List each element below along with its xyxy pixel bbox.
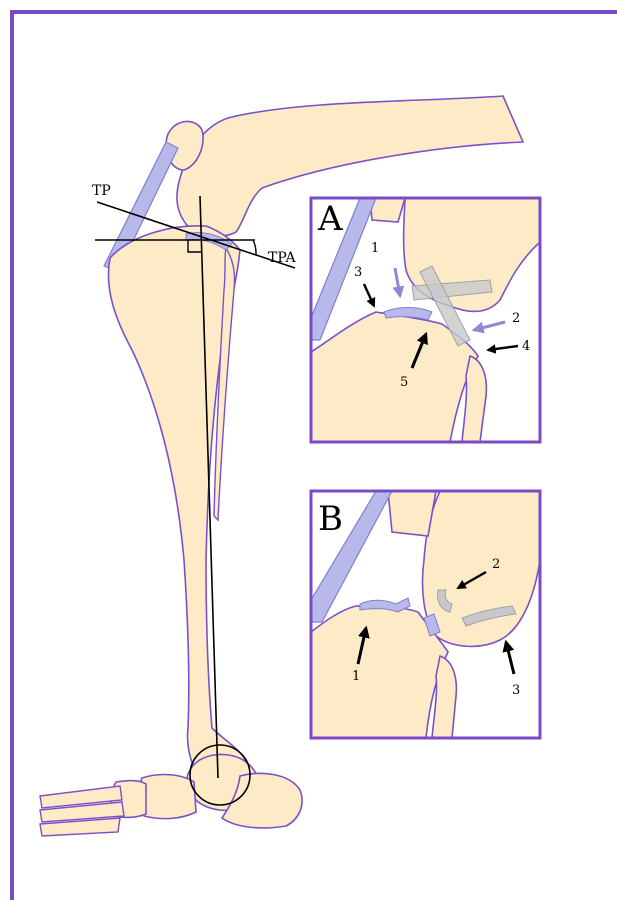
panel-a-label-2: 2: [512, 311, 520, 326]
panel-b: B 1 2 3: [311, 491, 540, 738]
panel-a-letter: A: [317, 199, 343, 239]
panel-b-label-1: 1: [352, 669, 360, 684]
panel-a-label-5: 5: [400, 375, 408, 390]
panel-b-label-3: 3: [512, 683, 520, 698]
panel-b-patella: [388, 491, 436, 536]
panel-a-label-4: 4: [522, 339, 530, 354]
panel-a-label-3: 3: [354, 265, 362, 280]
panel-a-label-1: 1: [371, 241, 379, 256]
panel-b-letter: B: [318, 499, 343, 539]
panel-b-label-2: 2: [492, 557, 500, 572]
panel-a-patella: [370, 198, 405, 222]
tpa-arc: [253, 240, 256, 255]
tp-label: TP: [92, 183, 111, 199]
tpa-label: TPA: [268, 250, 296, 266]
panel-a: A 1 2 3 4 5: [311, 198, 540, 442]
